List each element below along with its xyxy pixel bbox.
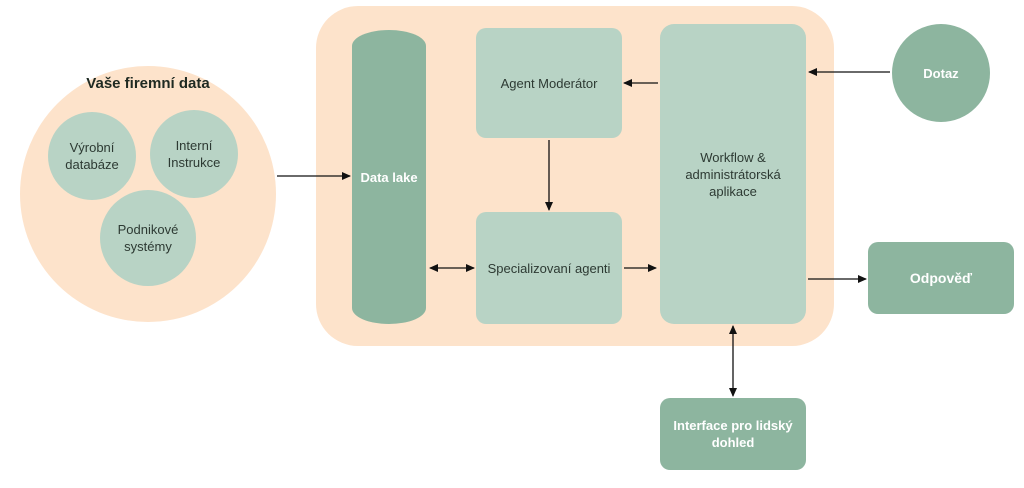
source-internal-instructions: Interní Instrukce (150, 110, 238, 198)
data-lake: Data lake (352, 30, 426, 324)
source-enterprise-systems: Podnikové systémy (100, 190, 196, 286)
human-oversight-interface-box: Interface pro lidský dohled (660, 398, 806, 470)
query-node: Dotaz (892, 24, 990, 122)
agent-moderator-box: Agent Moderátor (476, 28, 622, 138)
response-box: Odpověď (868, 242, 1014, 314)
specialized-agents-box: Specializovaní agenti (476, 212, 622, 324)
source-production-database: Výrobní databáze (48, 112, 136, 200)
company-data-title: Vaše firemní data (86, 74, 210, 92)
workflow-app-box: Workflow & administrátorská aplikace (660, 24, 806, 324)
